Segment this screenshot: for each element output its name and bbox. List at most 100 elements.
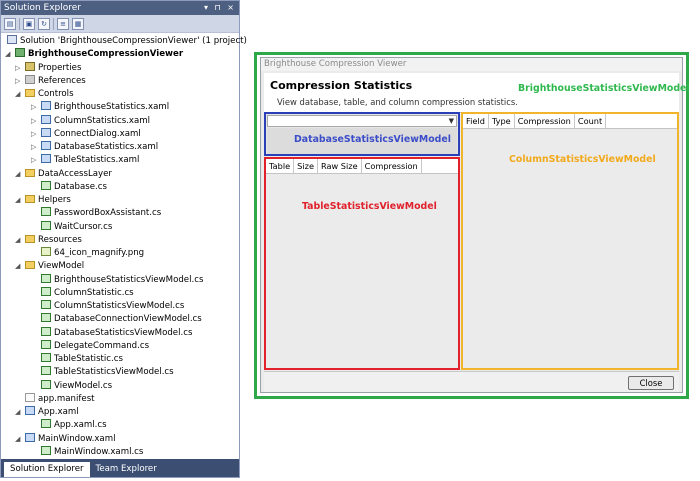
tree-item[interactable]: ▷DatabaseStatistics.xaml bbox=[31, 141, 158, 154]
tree-item[interactable]: ▷TableStatistics.xaml bbox=[31, 154, 139, 167]
expand-arrow-icon[interactable]: ▷ bbox=[31, 143, 37, 151]
tree-item[interactable]: ColumnStatistic.cs bbox=[41, 286, 134, 300]
tree-item[interactable]: ▷ConnectDialog.xaml bbox=[31, 127, 141, 141]
column-header-type[interactable]: Type bbox=[489, 114, 515, 128]
expand-arrow-icon[interactable]: ▷ bbox=[15, 76, 21, 85]
refresh-icon[interactable]: ↻ bbox=[38, 17, 50, 30]
tree-item[interactable]: MainWindow.xaml.cs bbox=[41, 445, 143, 459]
collapse-arrow-icon[interactable]: ◢ bbox=[15, 408, 21, 416]
tree-item[interactable]: DelegateCommand.cs bbox=[41, 339, 149, 353]
column-header-field[interactable]: Field bbox=[463, 114, 489, 128]
tree-item-label: Solution 'BrighthouseCompressionViewer' … bbox=[20, 36, 247, 46]
tree-item[interactable]: TableStatisticsViewModel.cs bbox=[41, 366, 174, 379]
tree-item[interactable]: WaitCursor.cs bbox=[41, 220, 112, 234]
column-header-raw-size[interactable]: Raw Size bbox=[318, 159, 362, 173]
view-designer-icon[interactable]: ▦ bbox=[72, 17, 84, 30]
column-statistics-header: Field Type Compression Count bbox=[463, 114, 677, 129]
tree-item-label: BrighthouseStatisticsViewModel.cs bbox=[54, 274, 204, 285]
explorer-tab-strip: Solution Explorer Team Explorer bbox=[1, 459, 239, 477]
tree-item[interactable]: ◢App.xaml bbox=[15, 406, 79, 419]
tree-item[interactable]: ▷Properties bbox=[15, 61, 81, 75]
database-vm-label: DatabaseStatisticsViewModel bbox=[294, 134, 451, 145]
tree-item-label: ColumnStatistic.cs bbox=[54, 287, 134, 298]
tree-item[interactable]: ◢ViewModel bbox=[15, 260, 84, 273]
properties-folder-icon bbox=[25, 61, 35, 71]
database-select[interactable]: ▼ bbox=[267, 115, 457, 127]
project-icon bbox=[15, 48, 25, 58]
tree-item-label: DatabaseConnectionViewModel.cs bbox=[54, 314, 202, 325]
solution-explorer-toolbar: ▤ ▣ ↻ ≡ ▦ bbox=[1, 15, 239, 33]
tree-item[interactable]: Database.cs bbox=[41, 180, 107, 194]
solution-tree: Solution 'BrighthouseCompressionViewer' … bbox=[1, 35, 247, 460]
tree-item-label: Resources bbox=[38, 234, 82, 245]
close-button[interactable]: Close bbox=[628, 376, 674, 390]
table-vm-label: TableStatisticsViewModel bbox=[302, 201, 437, 212]
tree-item[interactable]: BrighthouseStatisticsViewModel.cs bbox=[41, 273, 204, 287]
collapse-arrow-icon[interactable]: ◢ bbox=[15, 196, 21, 204]
cs-file-icon bbox=[41, 366, 51, 376]
tree-item[interactable]: PasswordBoxAssistant.cs bbox=[41, 207, 161, 220]
references-icon bbox=[25, 74, 35, 84]
tree-item[interactable]: ▷ BrighthouseStatistics.xaml bbox=[31, 101, 170, 114]
show-all-files-icon[interactable]: ▣ bbox=[23, 17, 35, 30]
cs-file-icon bbox=[41, 273, 51, 283]
expand-arrow-icon[interactable]: ▷ bbox=[31, 156, 37, 165]
panel-window-buttons[interactable]: ▾ ⊓ × bbox=[203, 3, 236, 12]
cs-file-icon bbox=[41, 419, 51, 429]
collapse-arrow-icon[interactable]: ◢ bbox=[15, 434, 21, 443]
tab-solution-explorer[interactable]: Solution Explorer bbox=[4, 462, 90, 477]
tree-item[interactable]: ◢Controls bbox=[15, 88, 74, 101]
tree-item[interactable]: DatabaseStatisticsViewModel.cs bbox=[41, 326, 192, 340]
brighthouse-vm-label: BrighthouseStatisticsViewModel bbox=[518, 83, 690, 94]
file-icon bbox=[25, 392, 35, 402]
database-statistics-region: ▼ DatabaseStatisticsViewModel bbox=[264, 112, 460, 156]
tree-item[interactable]: DatabaseConnectionViewModel.cs bbox=[41, 313, 202, 326]
tree-item[interactable]: App.xaml.cs bbox=[41, 419, 107, 432]
tree-item-label: BrighthouseStatistics.xaml bbox=[54, 102, 170, 113]
tree-item[interactable]: 64_icon_magnify.png bbox=[41, 247, 144, 260]
tree-item[interactable]: ▷References bbox=[15, 74, 86, 88]
expand-arrow-icon[interactable]: ▷ bbox=[15, 63, 21, 72]
tree-item[interactable]: ◢BrighthouseCompressionViewer bbox=[5, 48, 183, 61]
expand-arrow-icon[interactable]: ▷ bbox=[31, 103, 37, 112]
collapse-arrow-icon[interactable]: ◢ bbox=[15, 90, 21, 98]
collapse-arrow-icon[interactable]: ◢ bbox=[5, 50, 11, 59]
cs-file-icon bbox=[41, 207, 51, 217]
tree-item[interactable]: ◢ Resources bbox=[15, 234, 82, 247]
xaml-file-icon bbox=[41, 141, 51, 150]
properties-icon[interactable]: ▤ bbox=[4, 17, 16, 30]
collapse-arrow-icon[interactable]: ◢ bbox=[15, 262, 21, 271]
collapse-arrow-icon[interactable]: ◢ bbox=[15, 169, 21, 178]
column-header-size[interactable]: Size bbox=[294, 159, 318, 173]
folder-icon bbox=[25, 195, 35, 203]
compression-viewer-window: Brighthouse Compression Viewer Compressi… bbox=[260, 57, 690, 393]
chevron-down-icon[interactable]: ▼ bbox=[448, 117, 454, 125]
expand-arrow-icon[interactable]: ▷ bbox=[31, 129, 37, 138]
dialog-footer: Close bbox=[264, 371, 679, 392]
tree-item[interactable]: app.manifest bbox=[25, 392, 95, 406]
column-header-compression[interactable]: Compression bbox=[515, 114, 575, 128]
cs-file-icon bbox=[41, 180, 51, 190]
tree-item[interactable]: Solution 'BrighthouseCompressionViewer' … bbox=[7, 35, 247, 48]
tree-item[interactable]: ▷ColumnStatistics.xaml bbox=[31, 114, 150, 128]
tree-item[interactable]: ColumnStatisticsViewModel.cs bbox=[41, 300, 184, 313]
column-header-count[interactable]: Count bbox=[575, 114, 607, 128]
tree-item[interactable]: ◢DataAccessLayer bbox=[15, 168, 112, 181]
tree-item-label: ViewModel.cs bbox=[54, 380, 113, 391]
column-header-table[interactable]: Table bbox=[266, 159, 295, 173]
xaml-file-icon bbox=[41, 101, 51, 111]
cs-file-icon bbox=[41, 339, 51, 349]
cs-file-icon bbox=[41, 286, 51, 296]
tree-item[interactable]: ◢Helpers bbox=[15, 194, 71, 207]
column-header-compression[interactable]: Compression bbox=[362, 159, 422, 173]
tree-item[interactable]: ViewModel.cs bbox=[41, 379, 113, 393]
tree-item[interactable]: TableStatistic.cs bbox=[41, 353, 123, 366]
collapse-arrow-icon[interactable]: ◢ bbox=[15, 235, 21, 244]
tree-item[interactable]: ◢MainWindow.xaml bbox=[15, 432, 115, 446]
toolbar-separator bbox=[53, 17, 54, 30]
view-code-icon[interactable]: ≡ bbox=[57, 17, 69, 30]
tab-team-explorer[interactable]: Team Explorer bbox=[95, 464, 157, 474]
xaml-file-icon bbox=[41, 154, 51, 164]
solution-explorer-title-bar: Solution Explorer ▾ ⊓ × bbox=[1, 1, 239, 15]
expand-arrow-icon[interactable]: ▷ bbox=[31, 116, 37, 125]
